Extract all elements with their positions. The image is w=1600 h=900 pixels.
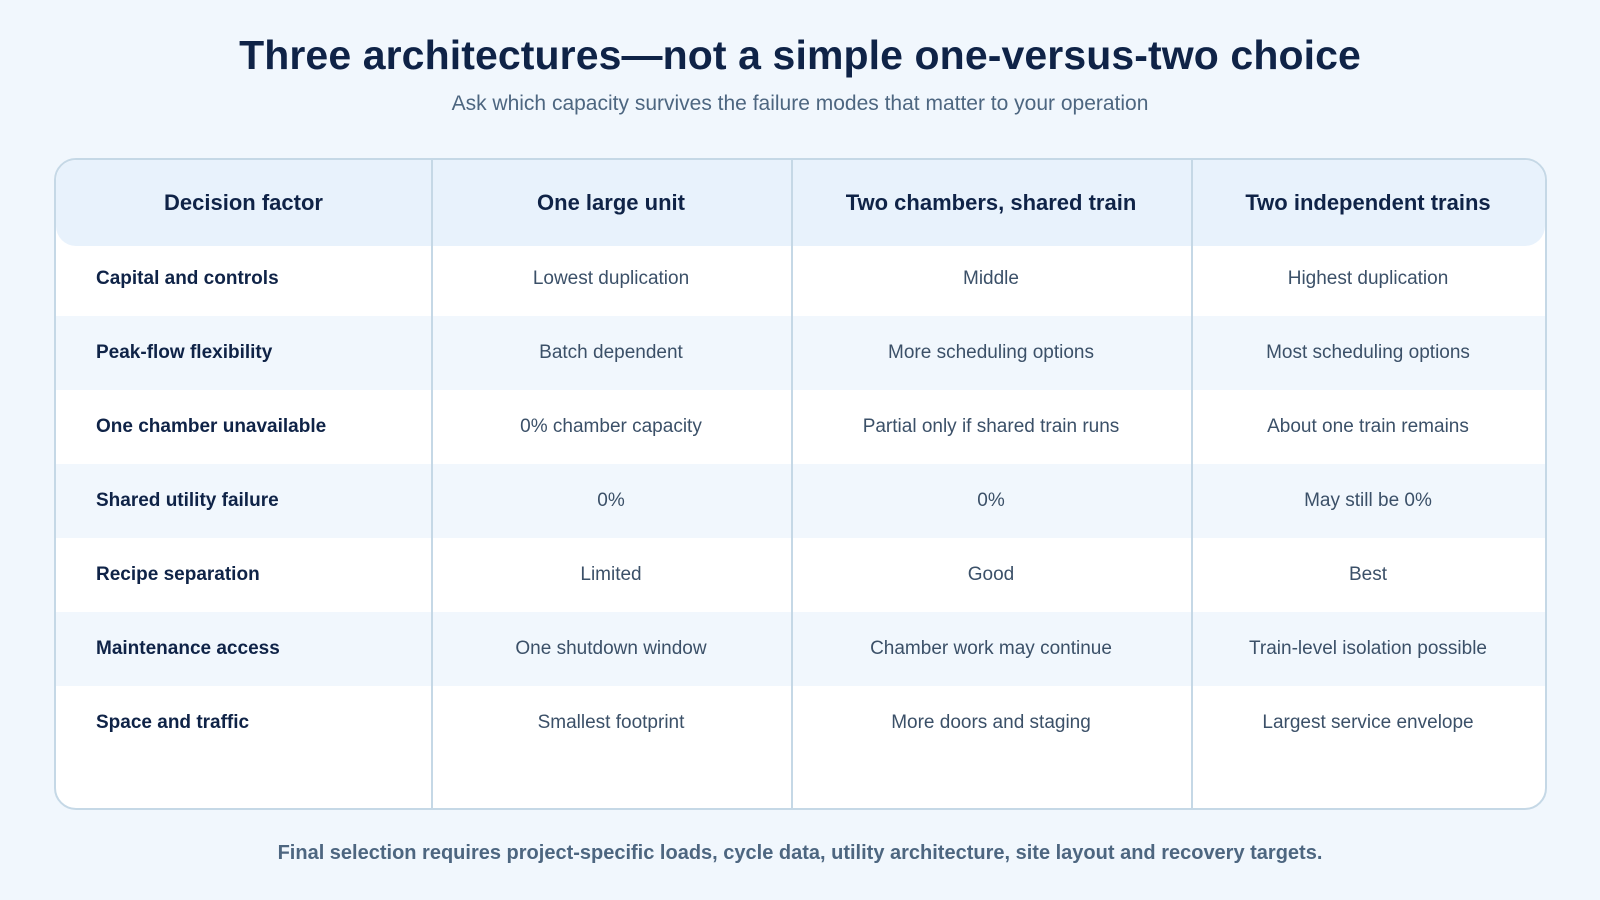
table-cell: Limited (580, 564, 642, 585)
table-cell: Middle (963, 268, 1019, 289)
table-cell: 0% (977, 490, 1005, 511)
table-cell: Largest service envelope (1262, 712, 1474, 733)
table-row: Capital and controls Lowest duplication … (56, 242, 1545, 316)
table-cell: Lowest duplication (532, 268, 690, 289)
table-cell: Best (1348, 564, 1388, 585)
column-divider (431, 160, 433, 808)
table-row: Shared utility failure 0% 0% May still b… (56, 464, 1545, 538)
header-cell-one-large-unit: One large unit (537, 190, 685, 215)
table-cell: Good (967, 564, 1015, 585)
row-factor-cell: Shared utility failure (96, 490, 279, 511)
table-row: Maintenance access One shutdown window C… (56, 612, 1545, 686)
table-cell: May still be 0% (1304, 490, 1432, 511)
row-factor-cell: Recipe separation (96, 564, 260, 585)
table-row: Recipe separation Limited Good Best (56, 538, 1545, 612)
column-divider (1191, 160, 1193, 808)
table-row: One chamber unavailable 0% chamber capac… (56, 390, 1545, 464)
row-factor-cell: Peak-flow flexibility (96, 342, 273, 363)
header-cell-decision-factor: Decision factor (164, 190, 323, 215)
table-cell: More doors and staging (891, 712, 1091, 733)
table-row: Peak-flow flexibility Batch dependent Mo… (56, 316, 1545, 390)
column-divider (791, 160, 793, 808)
row-factor-cell: One chamber unavailable (96, 416, 327, 437)
table-cell: Highest duplication (1287, 268, 1449, 289)
row-factor-cell: Space and traffic (96, 712, 250, 733)
table-row: Space and traffic Smallest footprint Mor… (56, 686, 1545, 760)
comparison-table: Decision factor One large unit Two chamb… (54, 158, 1547, 810)
page-subtitle: Ask which capacity survives the failure … (451, 92, 1149, 115)
page-title: Three architectures—not a simple one-ver… (239, 32, 1361, 78)
header-cell-two-chambers: Two chambers, shared train (845, 190, 1137, 215)
row-factor-cell: Capital and controls (96, 268, 279, 289)
table-cell: Train-level isolation possible (1249, 638, 1487, 659)
table-cell: Smallest footprint (537, 712, 685, 733)
table-cell: About one train remains (1267, 416, 1469, 437)
table-header-row: Decision factor One large unit Two chamb… (56, 160, 1545, 246)
header-cell-two-trains: Two independent trains (1245, 190, 1491, 215)
table-cell: 0% chamber capacity (520, 416, 702, 437)
table-cell: Batch dependent (539, 342, 683, 363)
table-cell: More scheduling options (888, 342, 1094, 363)
table-cell: Partial only if shared train runs (862, 416, 1120, 437)
table-cell: Chamber work may continue (870, 638, 1112, 659)
row-factor-cell: Maintenance access (96, 638, 280, 659)
table-cell: One shutdown window (515, 638, 707, 659)
table-cell: Most scheduling options (1266, 342, 1470, 363)
footer-note: Final selection requires project-specifi… (277, 842, 1323, 864)
table-cell: 0% (597, 490, 625, 511)
